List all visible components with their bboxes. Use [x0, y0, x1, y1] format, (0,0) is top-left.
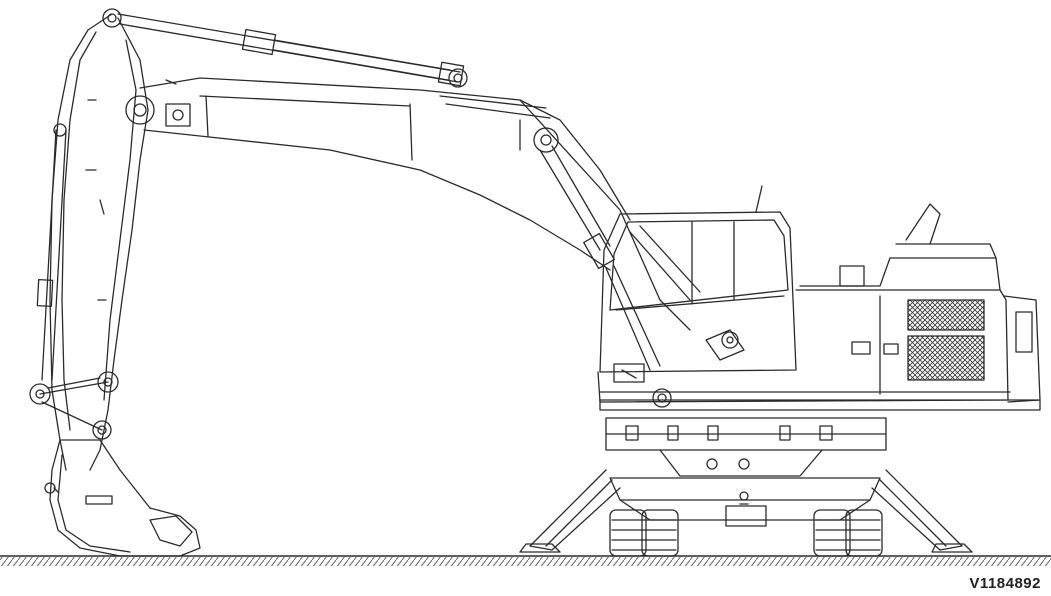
- dipper-arm: [50, 9, 148, 470]
- bucket-linkage: [30, 372, 118, 439]
- outrigger-right: [872, 470, 972, 552]
- operator-cab: [600, 186, 796, 382]
- bucket: [45, 440, 200, 556]
- undercarriage: [606, 418, 886, 526]
- figure-reference-number: V1184892: [969, 575, 1041, 592]
- bucket-cylinder: [37, 124, 66, 380]
- arm-cylinder: [118, 14, 467, 87]
- boom: [126, 78, 630, 270]
- front-wheels: [610, 510, 678, 556]
- axle-frame: [610, 478, 880, 520]
- engine-compartment: [598, 204, 1040, 410]
- rear-wheels: [814, 510, 882, 556]
- outrigger-left: [520, 470, 620, 552]
- boom-cylinder: [520, 100, 690, 407]
- ground-line: [0, 556, 1051, 566]
